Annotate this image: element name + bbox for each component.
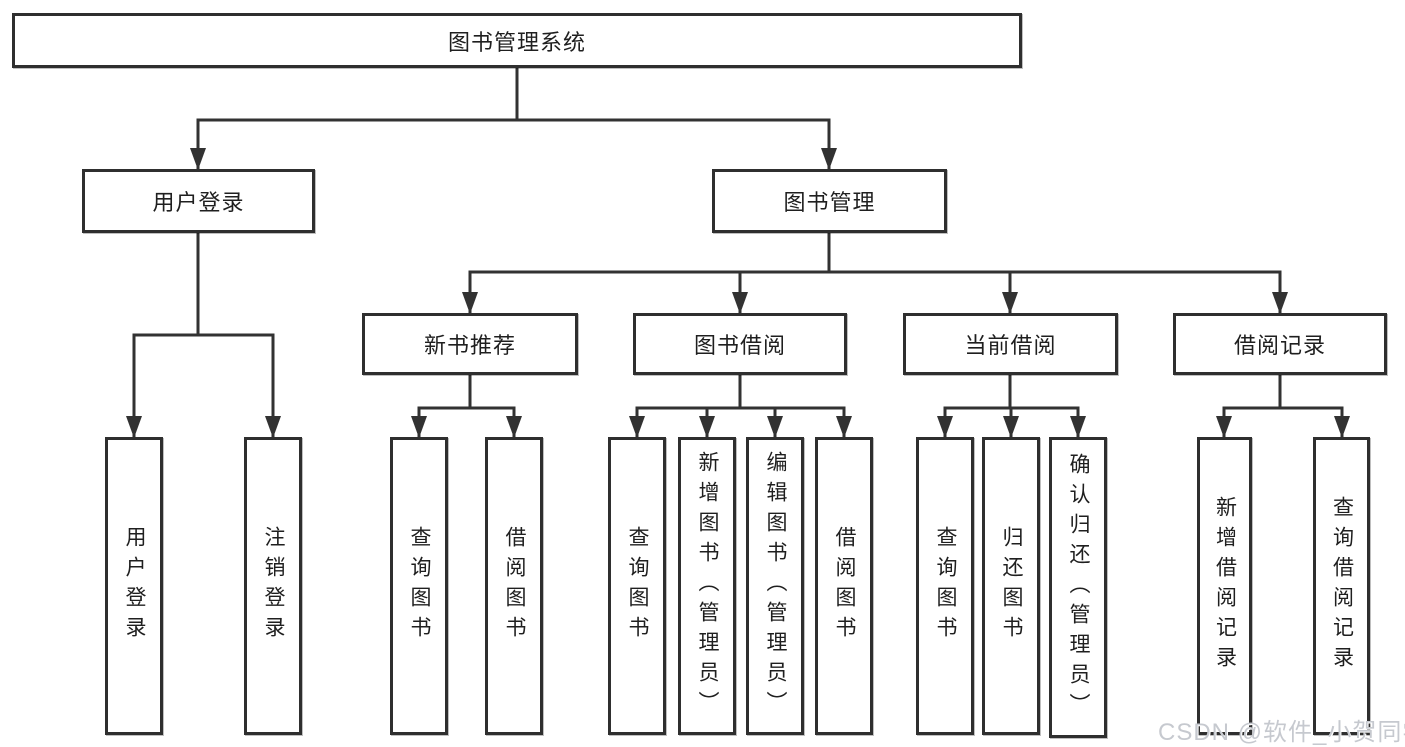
node-user-login-label: 用户登录 [152,190,245,215]
leaf-borrow-books-borrow: 借阅图书 [815,437,873,735]
node-book-borrow-label: 图书借阅 [693,333,786,358]
leaf-query-books-recommend-label: 查询图书 [408,526,431,646]
leaf-query-books-recommend: 查询图书 [390,437,448,735]
node-root: 图书管理系统 [12,13,1022,68]
leaf-user-login: 用户登录 [105,437,163,735]
csdn-watermark: CSDN @软件_小贺同学 [1158,719,1405,746]
leaf-query-books-current: 查询图书 [916,437,974,735]
leaf-query-borrow-record: 查询借阅记录 [1313,437,1370,735]
leaf-borrow-books-borrow-label: 借阅图书 [833,526,856,646]
leaf-logout: 注销登录 [244,437,302,735]
leaf-confirm-return-admin: 确认归还（管理员） [1049,437,1107,738]
leaf-add-borrow-record: 新增借阅记录 [1197,437,1252,735]
node-new-book-recommend: 新书推荐 [362,313,578,375]
leaf-query-books-current-label: 查询图书 [934,526,957,646]
node-current-borrow-label: 当前借阅 [964,333,1057,358]
node-current-borrow: 当前借阅 [903,313,1118,375]
leaf-edit-book-admin: 编辑图书（管理员） [746,437,804,735]
leaf-query-borrow-record-label: 查询借阅记录 [1330,496,1354,676]
node-new-book-recommend-label: 新书推荐 [423,333,516,358]
node-book-management: 图书管理 [712,169,947,233]
node-borrow-records: 借阅记录 [1173,313,1387,375]
node-root-label: 图书管理系统 [447,29,586,55]
leaf-query-books-borrow: 查询图书 [608,437,666,735]
leaf-borrow-books-recommend: 借阅图书 [485,437,543,735]
leaf-borrow-books-recommend-label: 借阅图书 [503,526,526,646]
leaf-edit-book-admin-label: 编辑图书（管理员） [764,451,787,721]
leaf-confirm-return-admin-label: 确认归还（管理员） [1067,452,1090,723]
leaf-user-login-label: 用户登录 [123,526,146,646]
leaf-add-borrow-record-label: 新增借阅记录 [1213,496,1237,676]
leaf-return-book-label: 归还图书 [1000,526,1023,646]
leaf-logout-label: 注销登录 [262,526,285,646]
leaf-return-book: 归还图书 [982,437,1040,735]
node-borrow-records-label: 借阅记录 [1233,333,1326,358]
node-book-management-label: 图书管理 [783,190,876,215]
leaf-add-book-admin-label: 新增图书（管理员） [696,451,719,721]
node-user-login: 用户登录 [82,169,315,233]
leaf-query-books-borrow-label: 查询图书 [626,526,649,646]
leaf-add-book-admin: 新增图书（管理员） [678,437,736,735]
node-book-borrow: 图书借阅 [633,313,847,375]
